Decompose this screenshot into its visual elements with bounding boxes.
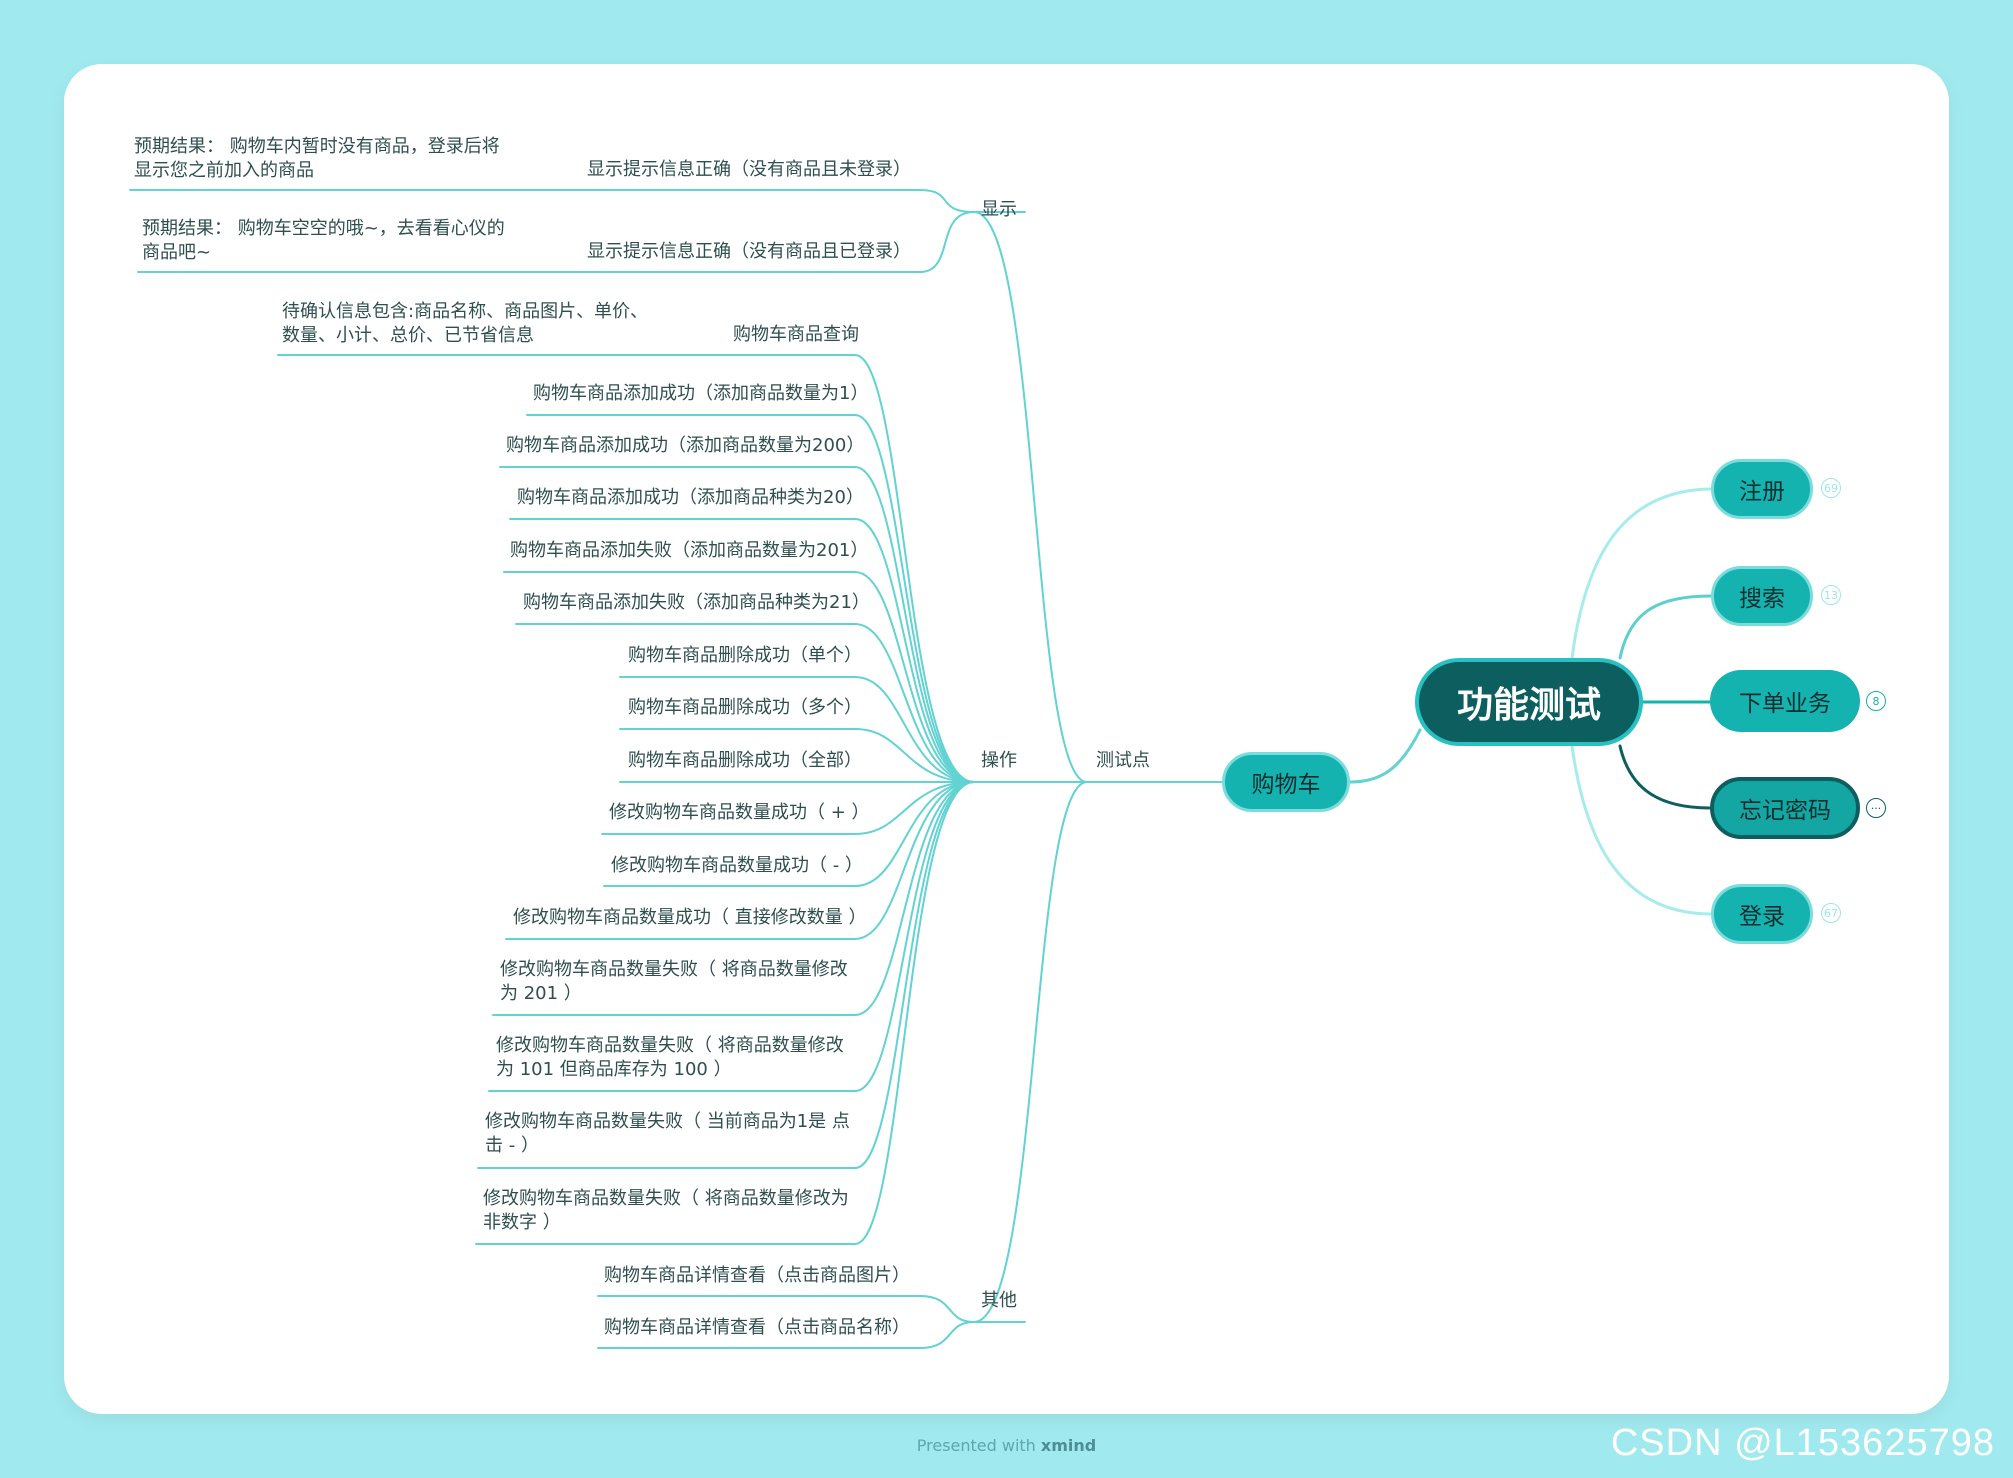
connector-operation-item — [619, 728, 975, 783]
connector-other-item — [597, 1321, 975, 1349]
other-item[interactable]: 购物车商品详情查看（点击商品图片） — [604, 1265, 910, 1286]
other-item[interactable]: 购物车商品详情查看（点击商品名称） — [604, 1317, 910, 1338]
operation-item[interactable]: 修改购物车商品数量成功（ + ） — [609, 802, 870, 823]
expected-result-note: 预期结果： 购物车内暂时没有商品，登录后将显示您之前加入的商品 — [134, 136, 500, 181]
operation-item[interactable]: 购物车商品删除成功（单个） — [628, 645, 862, 666]
operation-item[interactable]: 购物车商品添加失败（添加商品数量为201） — [510, 540, 869, 561]
operation-item[interactable]: 购物车商品删除成功（多个） — [628, 697, 862, 718]
operation-item[interactable]: 购物车商品添加成功（添加商品种类为20） — [517, 487, 864, 508]
connector-login — [1570, 744, 1713, 916]
collapsed-count-badge[interactable]: 13 — [1821, 585, 1841, 605]
mindmap-canvas — [64, 64, 1949, 1414]
node-other[interactable]: 其他 — [981, 1290, 1017, 1311]
branch-register[interactable]: 注册 — [1711, 459, 1813, 519]
collapsed-count-badge[interactable]: 69 — [1821, 478, 1841, 498]
connector-display-item — [579, 211, 975, 273]
branch-search[interactable]: 搜索 — [1711, 566, 1813, 626]
connector-operation-item — [515, 623, 975, 783]
collapsed-count-badge[interactable]: 8 — [1866, 691, 1886, 711]
expected-result-note: 预期结果： 购物车空空的哦~，去看看心仪的商品吧~ — [142, 218, 505, 263]
collapsed-count-badge[interactable]: 67 — [1821, 903, 1841, 923]
operation-item[interactable]: 修改购物车商品数量失败（ 将商品数量修改为非数字 ） — [483, 1188, 849, 1233]
connector-register — [1570, 487, 1713, 660]
operation-item[interactable]: 修改购物车商品数量成功（ 直接修改数量 ） — [513, 907, 867, 928]
node-shopping-cart[interactable]: 购物车 — [1222, 752, 1350, 812]
connector-operation-item — [526, 414, 975, 783]
display-item[interactable]: 显示提示信息正确（没有商品且已登录） — [587, 241, 911, 262]
connector-other — [973, 781, 1088, 1323]
operation-item[interactable]: 修改购物车商品数量失败（ 将商品数量修改为 101 但商品库存为 100 ） — [496, 1035, 844, 1080]
connector-display-item — [579, 189, 975, 213]
branch-login[interactable]: 登录 — [1711, 884, 1813, 944]
root-node[interactable]: 功能测试 — [1415, 658, 1643, 746]
operation-item[interactable]: 购物车商品添加失败（添加商品种类为21） — [523, 592, 870, 613]
watermark: CSDN @L153625798 — [1610, 1422, 1995, 1464]
connector-operation-item — [509, 518, 975, 783]
connector-operation-item — [488, 781, 975, 1092]
operation-item[interactable]: 购物车商品删除成功（全部） — [628, 750, 862, 771]
connector-operation-item — [505, 781, 975, 940]
connector-forgot — [1618, 744, 1712, 810]
connector-operation-item — [499, 466, 975, 783]
operation-item[interactable]: 修改购物车商品数量失败（ 当前商品为1是 点击 - ） — [485, 1111, 850, 1156]
operation-item[interactable]: 修改购物车商品数量失败（ 将商品数量修改为 201 ） — [500, 959, 848, 1004]
operation-item[interactable]: 修改购物车商品数量成功（ - ） — [611, 855, 863, 876]
display-item[interactable]: 显示提示信息正确（没有商品且未登录） — [587, 159, 911, 180]
node-operation[interactable]: 操作 — [981, 750, 1017, 771]
connector-display — [973, 211, 1088, 783]
operation-item[interactable]: 购物车商品添加成功（添加商品数量为1） — [533, 383, 869, 404]
branch-order[interactable]: 下单业务 — [1710, 670, 1860, 732]
footer-presented-with: Presented with xmind — [916, 1436, 1097, 1455]
connector-operation-item — [503, 571, 975, 783]
connector-search — [1618, 594, 1713, 660]
connector-operation-item — [475, 781, 975, 1245]
node-test-points[interactable]: 测试点 — [1096, 750, 1150, 771]
confirm-info-note: 待确认信息包含:商品名称、商品图片、单价、数量、小计、总价、已节省信息 — [282, 301, 649, 346]
node-display[interactable]: 显示 — [981, 199, 1017, 220]
connector-operation-item — [277, 354, 975, 783]
collapsed-more-badge[interactable]: ··· — [1866, 798, 1886, 818]
connector-operation-item — [477, 781, 975, 1169]
connector-cart — [1348, 728, 1422, 784]
connector-other-item — [597, 1295, 975, 1323]
operation-item-query[interactable]: 购物车商品查询 — [733, 324, 859, 345]
operation-item[interactable]: 购物车商品添加成功（添加商品数量为200） — [506, 435, 865, 456]
connector-operation-item — [603, 781, 975, 887]
connector-operation-item — [619, 676, 975, 783]
connector-operation-item — [492, 781, 975, 1016]
connector-operation-item — [601, 781, 975, 835]
branch-forgot-password[interactable]: 忘记密码 — [1710, 777, 1860, 839]
